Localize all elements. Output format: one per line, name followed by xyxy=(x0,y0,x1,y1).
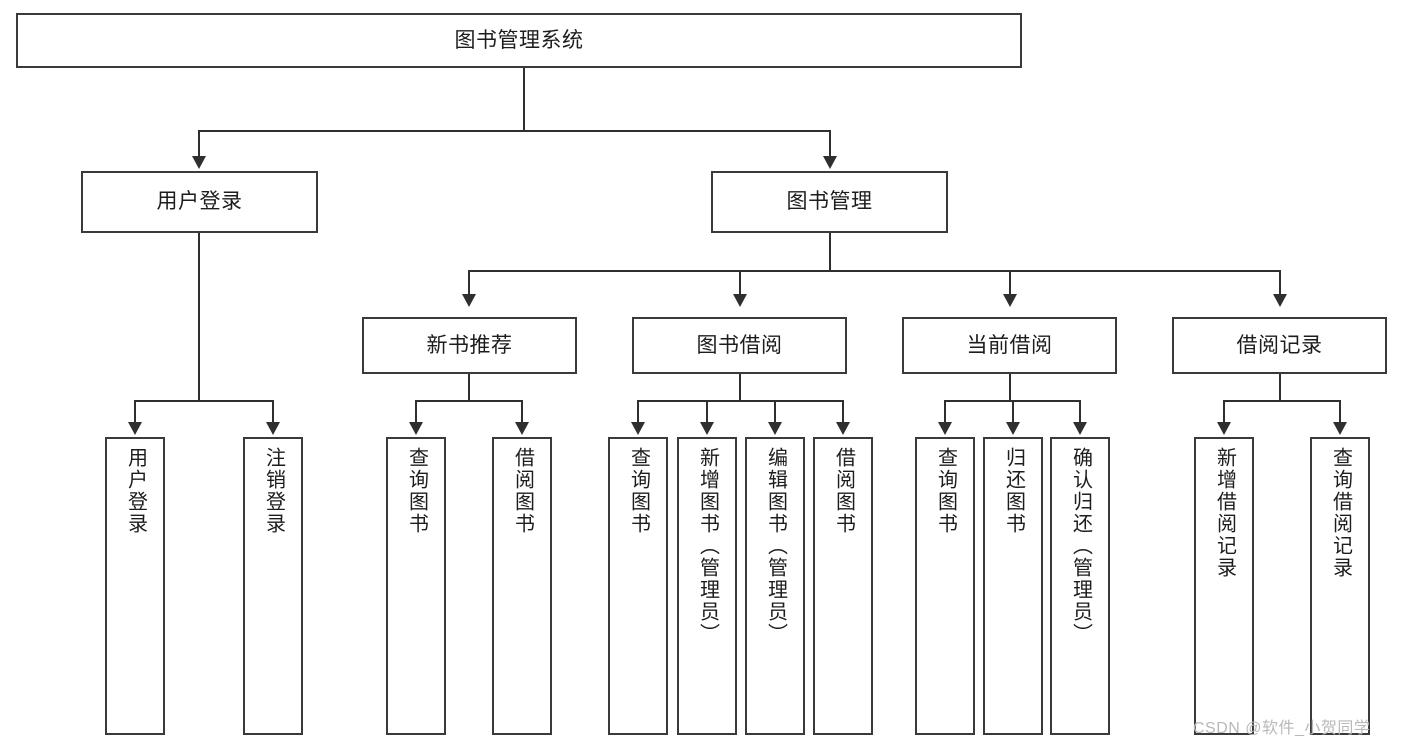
arrowhead-bb-leaf-0 xyxy=(631,422,645,435)
edge-user-login-to-leaf-0 xyxy=(134,400,136,424)
leaf-query-record-label: 查询借阅记录 xyxy=(1329,447,1352,579)
edge-root-to-user-login xyxy=(198,130,200,158)
arrowhead-cb-leaf-1 xyxy=(1006,422,1020,435)
node-current-borrow-label: 当前借阅 xyxy=(966,333,1053,357)
leaf-borrow-book-1-label: 借阅图书 xyxy=(511,447,534,535)
edge-bm-to-borrow-record xyxy=(1279,270,1281,296)
leaf-query-book-1[interactable]: 查询图书 xyxy=(386,437,446,735)
edge-cb-to-leaf-0 xyxy=(944,400,946,424)
node-borrow-record-label: 借阅记录 xyxy=(1236,333,1323,357)
edge-current-borrow-stem xyxy=(1009,374,1011,400)
edge-root-to-book-management xyxy=(829,130,831,158)
arrowhead-borrow-record xyxy=(1273,294,1287,307)
leaf-query-book-3-label: 查询图书 xyxy=(934,447,957,535)
arrowhead-current-borrow xyxy=(1003,294,1017,307)
edge-bm-to-new-book xyxy=(468,270,470,296)
leaf-query-book-1-label: 查询图书 xyxy=(405,447,428,535)
edge-bm-to-book-borrow xyxy=(739,270,741,296)
arrowhead-br-leaf-0 xyxy=(1217,422,1231,435)
arrowhead-br-leaf-1 xyxy=(1333,422,1347,435)
edge-user-login-bus xyxy=(134,400,272,402)
edge-bm-to-current-borrow xyxy=(1009,270,1011,296)
arrowhead-bb-leaf-1 xyxy=(700,422,714,435)
edge-bb-to-leaf-3 xyxy=(842,400,844,424)
edge-br-to-leaf-1 xyxy=(1339,400,1341,424)
edge-book-management-stem xyxy=(829,233,831,270)
arrowhead-cb-leaf-0 xyxy=(938,422,952,435)
edge-new-book-stem xyxy=(468,374,470,400)
leaf-user-login[interactable]: 用户登录 xyxy=(105,437,165,735)
arrowhead-user-login xyxy=(192,156,206,169)
node-book-management-label: 图书管理 xyxy=(786,190,873,214)
node-new-book-recommend-label: 新书推荐 xyxy=(426,333,513,357)
leaf-query-book-2[interactable]: 查询图书 xyxy=(608,437,668,735)
leaf-edit-book-label: 编辑图书（管理员） xyxy=(764,447,787,645)
edge-new-book-to-leaf-0 xyxy=(415,400,417,424)
leaf-borrow-book-2-label: 借阅图书 xyxy=(832,447,855,535)
node-book-borrow[interactable]: 图书借阅 xyxy=(632,317,847,374)
node-new-book-recommend[interactable]: 新书推荐 xyxy=(362,317,577,374)
leaf-query-book-3[interactable]: 查询图书 xyxy=(915,437,975,735)
arrowhead-book-borrow xyxy=(733,294,747,307)
arrowhead-book-management xyxy=(823,156,837,169)
edge-br-to-leaf-0 xyxy=(1223,400,1225,424)
arrowhead-leaf-user-logout xyxy=(266,422,280,435)
edge-new-book-to-leaf-1 xyxy=(521,400,523,424)
arrowhead-bb-leaf-2 xyxy=(768,422,782,435)
node-book-management[interactable]: 图书管理 xyxy=(711,171,948,233)
leaf-add-record-label: 新增借阅记录 xyxy=(1213,447,1236,579)
arrowhead-bb-leaf-3 xyxy=(836,422,850,435)
node-root-label: 图书管理系统 xyxy=(454,28,584,52)
node-borrow-record[interactable]: 借阅记录 xyxy=(1172,317,1387,374)
node-root[interactable]: 图书管理系统 xyxy=(16,13,1022,68)
edge-borrow-record-stem xyxy=(1279,374,1281,400)
edge-user-login-to-leaf-1 xyxy=(272,400,274,424)
edge-bb-to-leaf-0 xyxy=(637,400,639,424)
leaf-borrow-book-1[interactable]: 借阅图书 xyxy=(492,437,552,735)
edge-cb-to-leaf-1 xyxy=(1012,400,1014,424)
arrowhead-cb-leaf-2 xyxy=(1073,422,1087,435)
leaf-add-book-label: 新增图书（管理员） xyxy=(696,447,719,645)
leaf-query-book-2-label: 查询图书 xyxy=(627,447,650,535)
leaf-borrow-book-2[interactable]: 借阅图书 xyxy=(813,437,873,735)
leaf-confirm-return-label: 确认归还（管理员） xyxy=(1069,447,1092,645)
leaf-return-book[interactable]: 归还图书 xyxy=(983,437,1043,735)
edge-book-management-bus xyxy=(468,270,1280,272)
edge-root-bus xyxy=(198,130,831,132)
arrowhead-leaf-user-login xyxy=(128,422,142,435)
leaf-confirm-return[interactable]: 确认归还（管理员） xyxy=(1050,437,1110,735)
edge-root-stem xyxy=(523,68,525,130)
edge-new-book-bus xyxy=(415,400,523,402)
edge-bb-to-leaf-1 xyxy=(706,400,708,424)
arrowhead-nb-leaf-0 xyxy=(409,422,423,435)
leaf-user-logout-label: 注销登录 xyxy=(262,447,285,535)
edge-borrow-record-bus xyxy=(1223,400,1339,402)
edge-user-login-stem xyxy=(198,233,200,400)
arrowhead-nb-leaf-1 xyxy=(515,422,529,435)
edge-bb-to-leaf-2 xyxy=(774,400,776,424)
leaf-user-login-label: 用户登录 xyxy=(124,447,147,535)
edge-book-borrow-bus xyxy=(637,400,842,402)
edge-book-borrow-stem xyxy=(739,374,741,400)
leaf-edit-book[interactable]: 编辑图书（管理员） xyxy=(745,437,805,735)
node-book-borrow-label: 图书借阅 xyxy=(696,333,783,357)
edge-cb-to-leaf-2 xyxy=(1079,400,1081,424)
node-user-login-label: 用户登录 xyxy=(156,190,243,214)
leaf-query-record[interactable]: 查询借阅记录 xyxy=(1310,437,1370,735)
node-current-borrow[interactable]: 当前借阅 xyxy=(902,317,1117,374)
arrowhead-new-book-recommend xyxy=(462,294,476,307)
leaf-user-logout[interactable]: 注销登录 xyxy=(243,437,303,735)
node-user-login[interactable]: 用户登录 xyxy=(81,171,318,233)
leaf-add-record[interactable]: 新增借阅记录 xyxy=(1194,437,1254,735)
leaf-add-book[interactable]: 新增图书（管理员） xyxy=(677,437,737,735)
watermark: CSDN @软件_小贺同学 xyxy=(1193,720,1371,737)
leaf-return-book-label: 归还图书 xyxy=(1002,447,1025,535)
